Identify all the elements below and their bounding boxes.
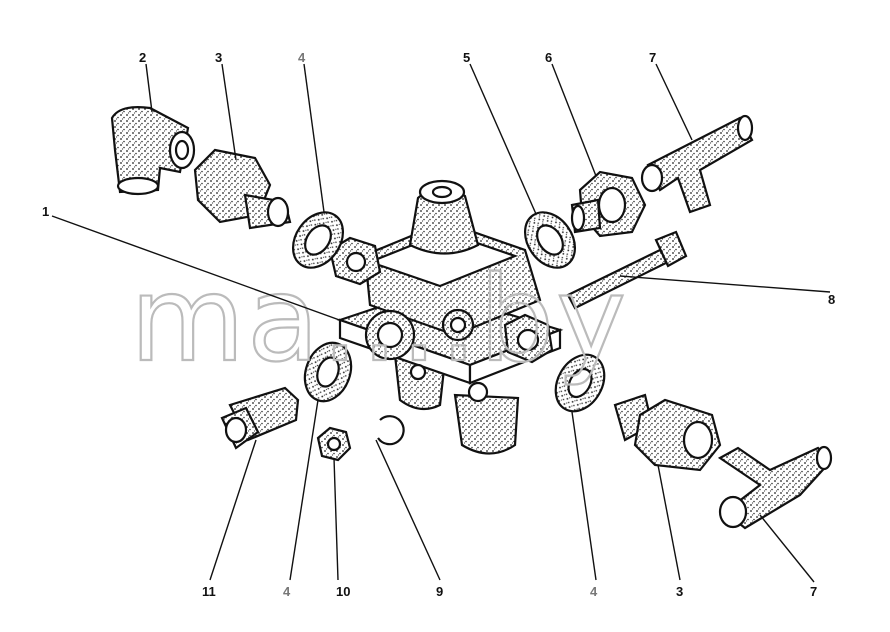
label-2: 2 — [139, 50, 146, 65]
washer-bottom-left — [303, 341, 353, 403]
label-10: 10 — [336, 584, 350, 599]
hex-nut-fitting — [570, 170, 647, 238]
bolt — [566, 230, 688, 310]
small-hex-nut — [316, 426, 352, 462]
label-1: 1 — [42, 204, 49, 219]
label-7-top: 7 — [649, 50, 656, 65]
part-labels: 1 2 3 4 5 6 7 8 11 4 10 9 4 3 7 — [42, 50, 835, 599]
watermark-text: ma....by — [130, 250, 628, 388]
label-4-top: 4 — [298, 50, 306, 65]
label-3-bottom: 3 — [676, 584, 683, 599]
label-3-top: 3 — [215, 50, 222, 65]
snap-ring — [377, 415, 405, 446]
label-7-bottom: 7 — [810, 584, 817, 599]
label-9: 9 — [436, 584, 443, 599]
washer-top-left — [291, 211, 345, 269]
label-8: 8 — [828, 292, 835, 307]
leader-lines — [51, 63, 831, 583]
elbow-fitting — [110, 106, 196, 196]
label-5: 5 — [463, 50, 470, 65]
label-6: 6 — [545, 50, 552, 65]
hex-coupling-bottom — [613, 393, 722, 472]
washer-top-right — [523, 211, 577, 269]
hex-coupling-top — [193, 148, 292, 230]
valve-body — [328, 179, 564, 455]
washer-bottom-right — [554, 353, 606, 413]
label-4-bottom-left: 4 — [283, 584, 291, 599]
label-11: 11 — [202, 584, 216, 599]
label-4-bottom-right: 4 — [590, 584, 598, 599]
tee-fitting-bottom — [717, 445, 833, 530]
tee-fitting-top — [640, 114, 754, 214]
threaded-nipple — [220, 386, 300, 450]
